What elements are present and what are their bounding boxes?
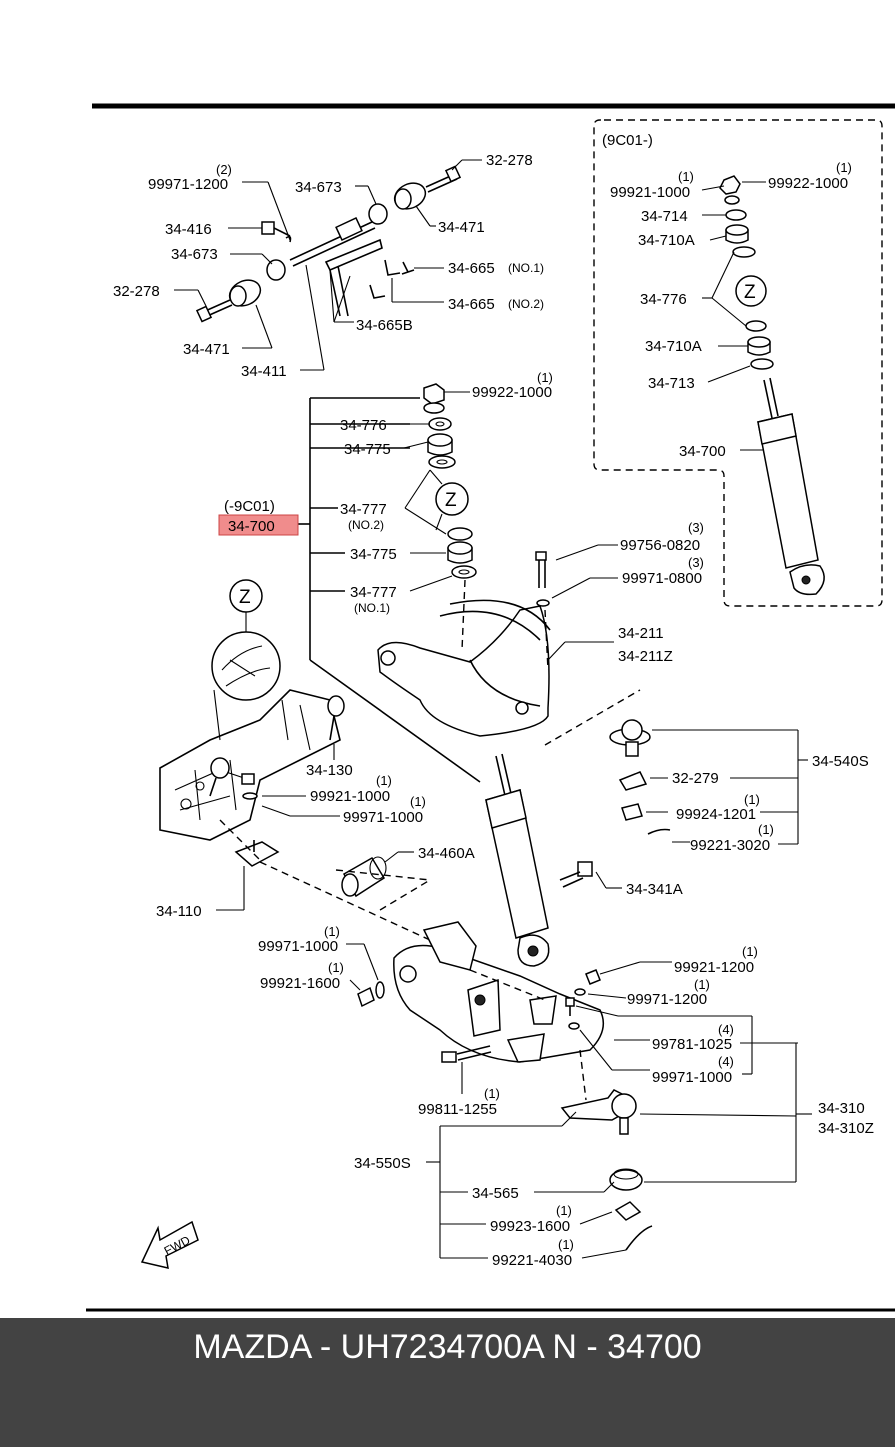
qty-99971-1200-b: (1)	[694, 977, 710, 992]
qty-99221-3020: (1)	[758, 822, 774, 837]
label-34-673-left: 34-673	[171, 246, 218, 263]
qty-99924-1201: (1)	[744, 792, 760, 807]
qty-99971-1000-a: (1)	[410, 794, 426, 809]
upper-control-arm	[377, 544, 618, 737]
label-34-310z: 34-310Z	[818, 1120, 874, 1137]
label-34-550s: 34-550S	[354, 1155, 411, 1172]
lower-ball-joint	[426, 1043, 812, 1259]
label-34-110: 34-110	[156, 903, 202, 920]
label-9c01-pre: (-9C01)	[224, 498, 275, 515]
note-no1-top: (NO.1)	[508, 261, 544, 275]
inset-title: (9C01-)	[602, 132, 653, 149]
label-32-278-top: 32-278	[486, 152, 533, 169]
label-34-777-no2: 34-777	[340, 501, 387, 518]
note-no2: (NO.2)	[348, 518, 384, 532]
highlight-box	[218, 514, 299, 536]
label-34-130: 34-130	[306, 762, 353, 779]
inset-label-99922-1000: 99922-1000	[768, 175, 848, 192]
qty-99781-1025: (4)	[718, 1022, 734, 1037]
note-no2-top: (NO.2)	[508, 297, 544, 311]
label-99924-1201: 99924-1201	[676, 806, 756, 823]
label-34-665-no1: 34-665	[448, 260, 495, 277]
upper-ball-joint	[544, 689, 808, 845]
label-34-341a: 34-341A	[626, 881, 683, 898]
parts-diagram: FWD 32-278 (2) 99971-1200 34-673	[86, 103, 895, 1312]
qty-99971-1000-b: (1)	[324, 924, 340, 939]
inset-label-34-713: 34-713	[648, 375, 695, 392]
label-99221-3020: 99221-3020	[690, 837, 770, 854]
stabilizer-group	[174, 159, 482, 371]
label-99921-1600: 99921-1600	[260, 975, 340, 992]
fwd-arrow: FWD	[140, 1220, 199, 1269]
label-34-673-top: 34-673	[295, 179, 342, 196]
label-34-471-top: 34-471	[438, 219, 485, 236]
callout-labels: 32-278 (2) 99971-1200 34-673 34-471 34-4…	[113, 132, 874, 1269]
label-34-211: 34-211	[618, 625, 664, 642]
qty-99921-1200: (1)	[742, 944, 758, 959]
label-34-411: 34-411	[241, 363, 287, 380]
inset-qty-99921-1000: (1)	[678, 169, 694, 184]
label-34-211z: 34-211Z	[618, 648, 673, 665]
qty-99756-0820: (3)	[688, 520, 704, 535]
label-34-460a: 34-460A	[418, 845, 475, 862]
label-99922-1000: 99922-1000	[472, 384, 552, 401]
qty-99923-1600: (1)	[556, 1203, 572, 1218]
label-34-310: 34-310	[818, 1100, 865, 1117]
inset-z: Z	[744, 282, 756, 303]
label-99756-0820: 99756-0820	[620, 537, 700, 554]
label-34-775-lower: 34-775	[350, 546, 397, 563]
z-main: Z	[445, 490, 457, 511]
inset-label-34-700: 34-700	[679, 443, 726, 460]
label-99971-1000-b: 99971-1000	[258, 938, 338, 955]
inset-label-34-710a-upper: 34-710A	[638, 232, 695, 249]
shock-mount-stack	[298, 383, 550, 967]
inset-label-99921-1000: 99921-1000	[610, 184, 690, 201]
label-34-775-upper: 34-775	[344, 441, 391, 458]
label-99921-1000-a: 99921-1000	[310, 788, 390, 805]
label-99971-1000-a: 99971-1000	[343, 809, 423, 826]
qty-99921-1600: (1)	[328, 960, 344, 975]
qty-99221-4030: (1)	[558, 1237, 574, 1252]
label-99971-1200: 99971-1200	[148, 176, 228, 193]
label-34-700-highlighted: 34-700	[228, 518, 275, 535]
inset-label-34-776: 34-776	[640, 291, 687, 308]
label-99811-1255: 99811-1255	[418, 1101, 497, 1118]
frame-section	[159, 579, 431, 941]
label-34-665-no2: 34-665	[448, 296, 495, 313]
inset-9c01	[593, 119, 883, 607]
label-99971-1000-c: 99971-1000	[652, 1069, 732, 1086]
label-32-278-left: 32-278	[113, 283, 160, 300]
qty-99922-1000: (1)	[537, 370, 553, 385]
qty-99971-0800: (3)	[688, 555, 704, 570]
z-frame: Z	[239, 587, 251, 608]
inset-label-34-710a-lower: 34-710A	[645, 338, 702, 355]
label-34-416: 34-416	[165, 221, 212, 238]
inset-label-34-714: 34-714	[641, 208, 688, 225]
label-32-279: 32-279	[672, 770, 719, 787]
label-34-665b: 34-665B	[356, 317, 413, 334]
label-99921-1200: 99921-1200	[674, 959, 754, 976]
label-99923-1600: 99923-1600	[490, 1218, 570, 1235]
footer-bar	[0, 1318, 895, 1447]
note-no1: (NO.1)	[354, 601, 390, 615]
label-99971-0800: 99971-0800	[622, 570, 702, 587]
label-99221-4030: 99221-4030	[492, 1252, 572, 1269]
qty-99921-1000-a: (1)	[376, 773, 392, 788]
part-number-caption: MAZDA - UH7234700A N - 34700	[193, 1328, 702, 1366]
qty-99971-1000-c: (4)	[718, 1054, 734, 1069]
label-34-565: 34-565	[472, 1185, 519, 1202]
qty-99811-1255: (1)	[484, 1086, 500, 1101]
label-99781-1025: 99781-1025	[652, 1036, 732, 1053]
label-34-776: 34-776	[340, 417, 387, 434]
label-99971-1200-b: 99971-1200	[627, 991, 707, 1008]
inset-qty-99922-1000: (1)	[836, 160, 852, 175]
label-34-540s: 34-540S	[812, 753, 869, 770]
lower-control-arm	[346, 861, 798, 1101]
label-34-471-left: 34-471	[183, 341, 230, 358]
label-34-777-no1: 34-777	[350, 584, 397, 601]
qty-99971-1200: (2)	[216, 162, 232, 177]
